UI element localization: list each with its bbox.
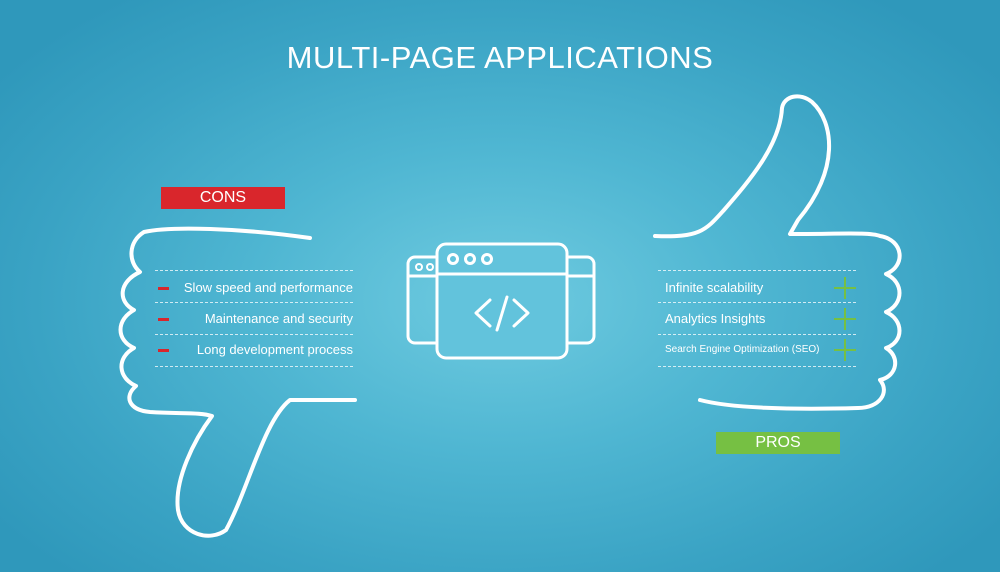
pros-item-label: Analytics Insights bbox=[665, 311, 766, 326]
pros-item: Analytics Insights bbox=[658, 303, 856, 334]
minus-icon bbox=[158, 349, 169, 352]
thumbs-up-icon bbox=[653, 94, 902, 411]
page-title: MULTI-PAGE APPLICATIONS bbox=[286, 40, 714, 75]
divider bbox=[155, 334, 353, 335]
minus-icon bbox=[158, 318, 169, 321]
divider bbox=[155, 302, 353, 303]
plus-icon bbox=[834, 277, 856, 299]
plus-icon bbox=[834, 339, 856, 361]
pros-item-label: Search Engine Optimization (SEO) bbox=[665, 344, 820, 355]
divider bbox=[658, 366, 856, 367]
minus-icon bbox=[158, 287, 169, 290]
cons-item-label: Long development process bbox=[196, 342, 353, 357]
divider bbox=[658, 334, 856, 335]
cons-item: Long development process bbox=[155, 334, 353, 365]
divider bbox=[658, 302, 856, 303]
browser-windows-code-icon bbox=[406, 242, 596, 360]
cons-item-label: Maintenance and security bbox=[204, 311, 353, 326]
pros-item-label: Infinite scalability bbox=[665, 280, 764, 295]
divider bbox=[658, 270, 856, 271]
pros-item: Search Engine Optimization (SEO) bbox=[658, 334, 856, 365]
cons-item: Slow speed and performance bbox=[155, 272, 353, 303]
cons-badge: CONS bbox=[161, 187, 285, 209]
divider bbox=[155, 366, 353, 367]
cons-item: Maintenance and security bbox=[155, 303, 353, 334]
divider bbox=[155, 270, 353, 271]
thumbs-down-icon bbox=[118, 226, 357, 538]
plus-icon bbox=[834, 308, 856, 330]
pros-badge: PROS bbox=[716, 432, 840, 454]
pros-item: Infinite scalability bbox=[658, 272, 856, 303]
cons-item-label: Slow speed and performance bbox=[183, 280, 353, 295]
